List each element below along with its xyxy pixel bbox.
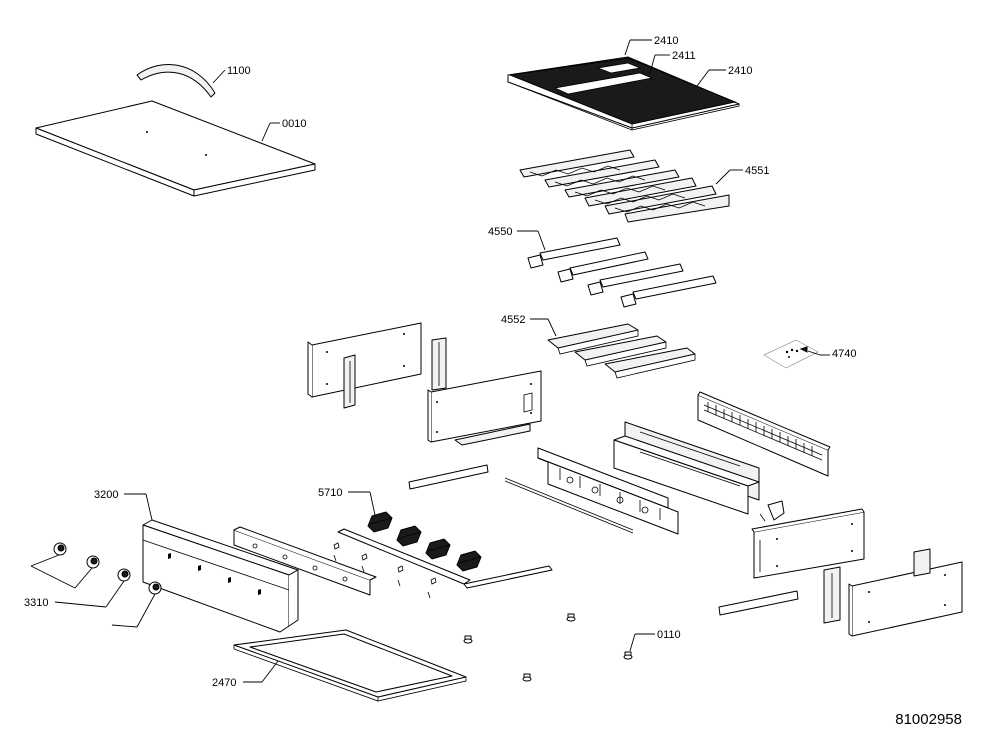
part-0010-lid [35, 100, 316, 197]
drawing-number: 81002958 [895, 711, 962, 728]
valve-4 [456, 550, 482, 572]
valve-1 [367, 511, 393, 533]
callout-3310: 3310 [24, 554, 156, 628]
part-lower-rail [718, 590, 799, 616]
part-gas-rod [504, 477, 634, 534]
part-vented-rear-panel [697, 391, 831, 477]
callout-0110-label: 0110 [657, 629, 681, 641]
callout-3310-label: 3310 [24, 597, 48, 609]
callout-0110: 0110 [629, 629, 681, 652]
part-0110-feet [463, 613, 633, 682]
callout-0010: 0010 [261, 118, 306, 142]
callout-4550-label: 4550 [488, 226, 512, 238]
callout-2411: 2411 [649, 50, 696, 74]
part-3200-control-panel [142, 519, 299, 633]
part-firebox-back-panel [427, 370, 542, 446]
callout-4740: 4740 [807, 348, 856, 360]
callout-3200-label: 3200 [94, 489, 118, 501]
knob-3 [117, 568, 131, 582]
callout-2411-label: 2411 [672, 50, 696, 62]
part-4740-hardware [763, 339, 819, 369]
part-clip [759, 500, 785, 522]
callout-4552-label: 4552 [501, 314, 525, 326]
part-1100-handle [136, 64, 216, 98]
part-3310-knobs [53, 542, 162, 595]
callout-4552: 4552 [501, 314, 557, 337]
callout-2410-left: 2410 [624, 35, 678, 56]
part-burner-tray [613, 421, 760, 515]
knob-1 [53, 542, 67, 556]
callout-2410-right: 2410 [696, 65, 752, 87]
part-front-rail [408, 464, 489, 490]
part-right-side-panel [823, 548, 963, 637]
part-4550-burners [527, 237, 717, 308]
part-2410-grates [507, 56, 740, 131]
callout-4551-label: 4551 [745, 165, 769, 177]
part-right-firebox-panel [751, 508, 865, 579]
valve-3 [425, 538, 451, 560]
part-4551-flavor-plates [519, 149, 730, 223]
callout-1100: 1100 [212, 65, 251, 84]
callout-1100-label: 1100 [227, 65, 251, 77]
callout-5710: 5710 [318, 487, 376, 516]
valve-2 [396, 525, 422, 547]
callout-0010-label: 0010 [282, 118, 306, 130]
callout-2470-label: 2470 [212, 677, 236, 689]
callout-4740-label: 4740 [832, 348, 856, 360]
part-manifold-bracket [537, 447, 679, 535]
callout-4550: 4550 [488, 226, 546, 251]
part-2470-tray [233, 629, 467, 702]
knob-4 [148, 581, 162, 595]
callout-2470: 2470 [212, 660, 279, 689]
knob-2 [86, 555, 100, 569]
callout-4551: 4551 [715, 165, 769, 185]
callout-5710-label: 5710 [318, 487, 342, 499]
callout-3200: 3200 [94, 489, 153, 521]
callout-2410-left-label: 2410 [654, 35, 678, 47]
part-left-side-panel [307, 322, 447, 409]
callout-2410-right-label: 2410 [728, 65, 752, 77]
part-inner-control-panel [233, 526, 377, 596]
part-5710-valves [333, 511, 553, 599]
part-4552-flame-tamers [547, 323, 696, 379]
